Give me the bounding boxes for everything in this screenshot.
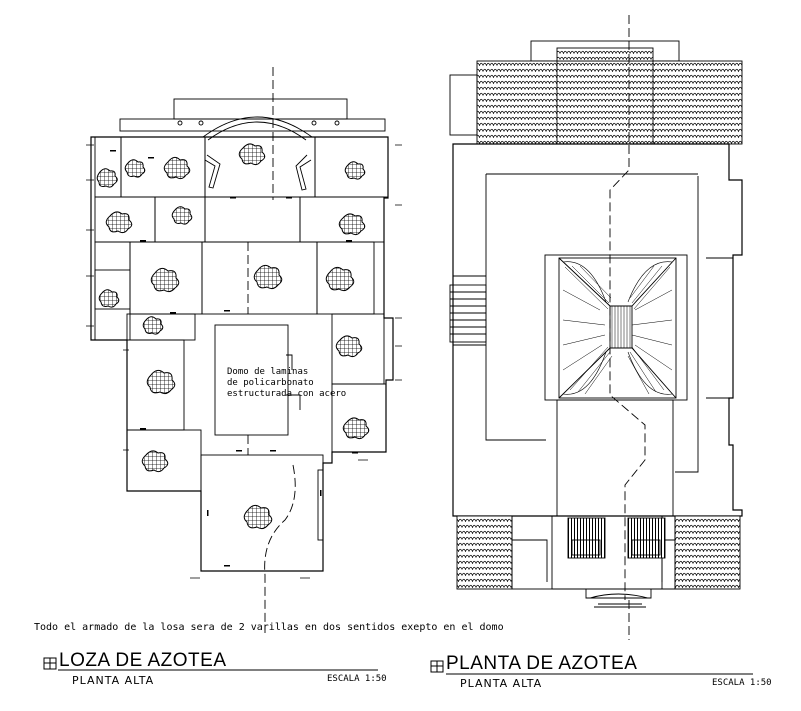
right-pyramid-frame — [544, 254, 688, 401]
left-plan-title: LOZA DE AZOTEA — [59, 650, 227, 671]
right-plan-subtitle: PLANTA ALTA — [460, 677, 543, 690]
left-texture-blobs — [96, 143, 370, 530]
right-plan-scale: ESCALA 1:50 — [712, 678, 772, 688]
right-stair — [449, 284, 487, 343]
dome-label-line-3: estructurada con acero — [227, 389, 347, 399]
right-outline — [452, 143, 743, 517]
dome-label-line-1: Domo de laminas — [227, 367, 309, 377]
left-plan-scale: ESCALA 1:50 — [327, 674, 387, 684]
left-dome-rect — [214, 324, 289, 436]
right-bottom-roof-right — [674, 515, 741, 590]
right-bottom-roof-left — [456, 515, 513, 590]
dome-label-line-2: de policarbonato — [227, 378, 314, 388]
title-marker-icon — [43, 657, 444, 673]
reinforcement-note: Todo el armado de la losa sera de 2 vari… — [34, 622, 504, 633]
left-plan — [86, 67, 402, 633]
right-plan-title: PLANTA DE AZOTEA — [446, 653, 638, 674]
right-top-roof — [476, 60, 743, 145]
left-plan-subtitle: PLANTA ALTA — [72, 674, 155, 687]
left-top-arc — [202, 116, 313, 138]
left-top-parapet — [173, 98, 348, 120]
right-plan — [449, 15, 743, 640]
